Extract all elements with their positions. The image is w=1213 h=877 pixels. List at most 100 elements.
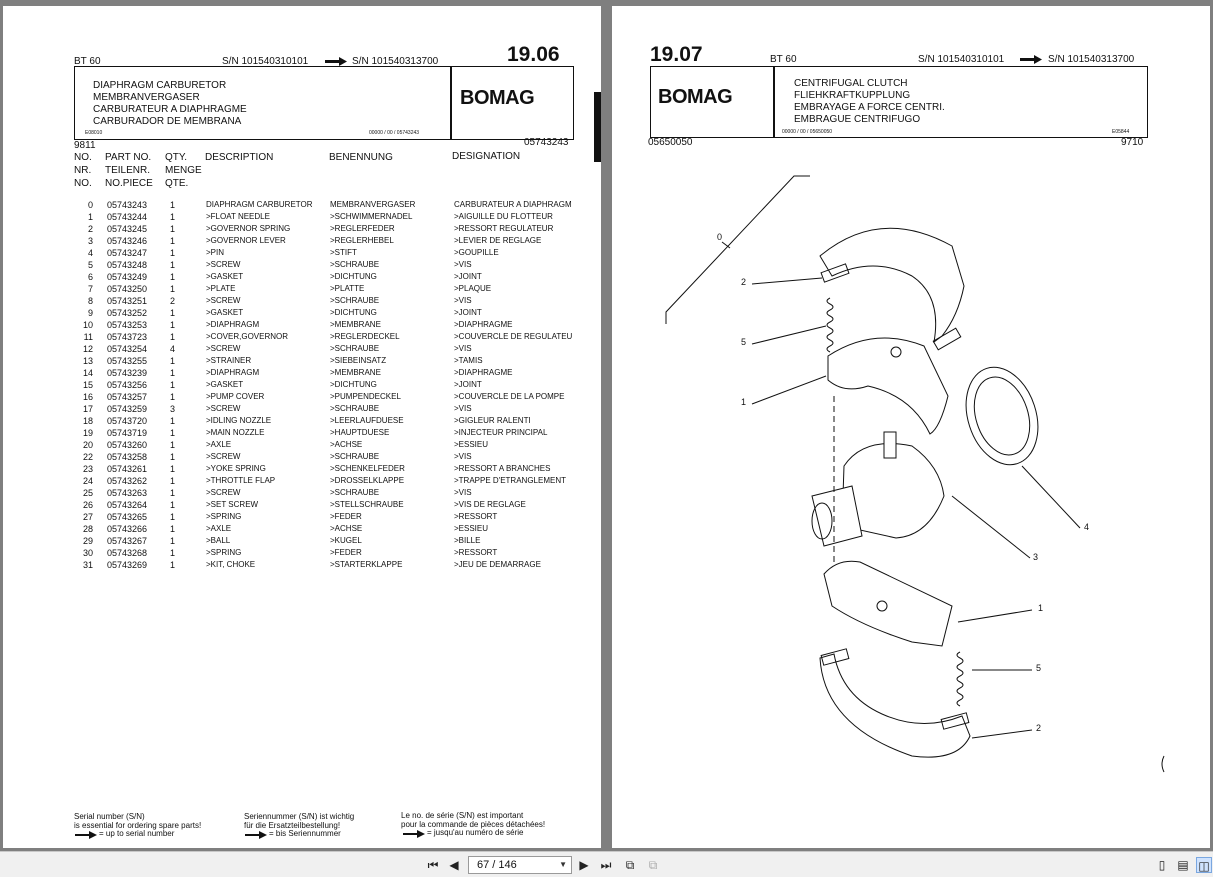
description: >GASKET [206,380,244,389]
designation: >GIGLEUR RALENTI [454,416,531,425]
row-number: 4 [87,248,93,258]
lower-shoe-hole [876,600,888,612]
arrow-icon [1020,55,1042,64]
facing-view-icon[interactable]: ◫ [1196,857,1212,873]
retaining-ring [965,366,1039,466]
paste-page-icon[interactable]: ⧉ [648,858,658,872]
code-right: 00000 / 00 / 05743243 [369,130,420,136]
row-number: 23 [82,464,93,474]
upper-shoe-hole [890,346,902,358]
title-en: DIAPHRAGM CARBURETOR [93,80,227,91]
description: >SCREW [206,344,241,353]
hub-thread [811,485,863,547]
callout-1: 1 [741,397,747,407]
row-number: 1 [87,212,93,222]
title-box-divider [773,66,775,138]
date-code: 9710 [1121,137,1144,148]
page-number: 19.06 [507,43,560,66]
callout-1-lower: 1 [1038,603,1044,613]
page-number: 19.07 [650,43,703,66]
date-code: 9811 [74,140,96,151]
prev-page-icon[interactable]: ◀ [449,858,459,872]
quantity: 1 [170,464,176,474]
clutch-exploded-diagram [665,175,1165,773]
quantity: 1 [170,440,176,450]
quantity: 1 [170,416,176,426]
code-right: E05844 [1112,129,1130,135]
header-qty-en: QTY. [165,152,188,163]
assembly-bracket-line [665,175,810,324]
callout-5-lower: 5 [1036,663,1042,673]
description: >YOKE SPRING [206,464,266,473]
part-number: 05743247 [107,248,148,258]
designation: >DIAPHRAGME [454,320,513,329]
description: >FLOAT NEEDLE [206,212,270,221]
row-number: 22 [82,452,93,462]
benennung: >SCHRAUBE [330,260,380,269]
title-de: MEMBRANVERGASER [93,92,200,103]
designation: >COUVERCLE DE LA POMPE [454,392,565,401]
description: >PLATE [206,284,236,293]
title-fr: EMBRAYAGE A FORCE CENTRI. [794,102,945,113]
quantity: 1 [170,428,176,438]
continuous-view-icon[interactable]: ▤ [1177,858,1189,872]
quantity: 1 [170,248,176,258]
part-number: 05743719 [107,428,148,438]
part-number: 05743267 [107,536,148,546]
single-page-view-icon[interactable]: ▯ [1158,858,1166,872]
designation: >LEVIER DE REGLAGE [454,236,542,245]
benennung: >DROSSELKLAPPE [330,476,405,485]
row-number: 14 [82,368,93,378]
quantity: 3 [170,404,176,414]
part-number: 05743256 [107,380,148,390]
page-number-select[interactable]: 67 / 146 ▼ [468,856,572,874]
designation: >RESSORT [454,548,498,557]
title-es: EMBRAGUE CENTRIFUGO [794,114,921,125]
quantity: 1 [170,560,176,570]
footer-en-line2: is essential for ordering spare parts! [74,821,202,830]
designation: >VIS [454,452,472,461]
designation: >VIS [454,296,472,305]
row-number: 29 [82,536,93,546]
row-number: 15 [82,380,93,390]
header-designation: DESIGNATION [452,151,521,162]
quantity: 1 [170,380,176,390]
row-number: 0 [87,200,93,210]
last-page-icon[interactable]: ⏭ [600,858,612,872]
quantity: 1 [170,272,176,282]
benennung: >STIFT [330,248,357,257]
header-no-en: NO. [74,152,92,163]
quantity: 1 [170,308,176,318]
row-number: 6 [87,272,93,282]
next-page-icon[interactable]: ▶ [579,858,589,872]
header-part-en: PART NO. [105,152,152,163]
description: >SCREW [206,452,241,461]
arrow-icon [403,830,425,838]
description: >GASKET [206,272,244,281]
quantity: 1 [170,260,176,270]
first-page-icon[interactable]: ⏮ [427,858,439,872]
designation: >INJECTEUR PRINCIPAL [454,428,548,437]
part-number: 05743263 [107,488,148,498]
leader-1-lower [957,609,1033,623]
copy-page-icon[interactable]: ⧉ [625,858,635,872]
title-box [650,66,1148,138]
part-number: 05743252 [107,308,148,318]
benennung: >SCHRAUBE [330,488,380,497]
hub-pin [883,431,897,459]
designation: >VIS [454,344,472,353]
part-number: 05743720 [107,416,148,426]
title-es: CARBURADOR DE MEMBRANA [93,116,242,127]
part-number: 05743261 [107,464,148,474]
part-number: 05743246 [107,236,148,246]
